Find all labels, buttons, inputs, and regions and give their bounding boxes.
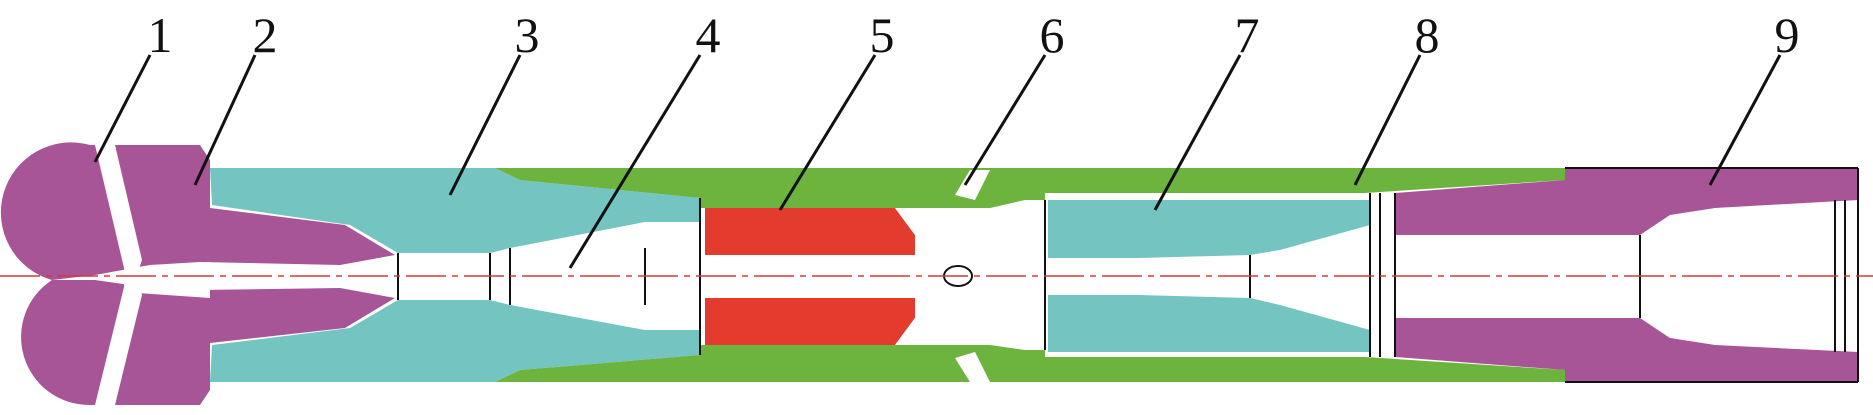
part-label-9: 9 [1775, 7, 1800, 63]
bore-block-8 [1370, 193, 1395, 357]
leader-line-9 [1708, 54, 1782, 186]
leader-line-6 [963, 54, 1047, 186]
part-label-3: 3 [515, 7, 540, 63]
leader-line-3 [448, 54, 522, 196]
part-6-outer-housing [495, 168, 1565, 382]
core-lower [705, 298, 915, 345]
part-3-inner-sleeve [210, 168, 700, 382]
nozzle-channel-lower [95, 283, 142, 405]
part-label-4: 4 [696, 7, 721, 63]
housing-lower [495, 345, 1565, 382]
vent-upper [955, 170, 990, 200]
leader-line-1 [93, 54, 152, 163]
part-7-diffuser [1048, 200, 1370, 352]
leader-line-4 [568, 54, 702, 269]
leader-line-5 [778, 54, 877, 211]
housing-upper [495, 168, 1565, 208]
sleeve-3-lower [210, 300, 700, 382]
diffuser-upper [1048, 200, 1370, 258]
cavity-white [895, 208, 1045, 345]
leader-lines [93, 54, 1782, 269]
outlet-upper [1380, 168, 1858, 235]
part-label-5: 5 [870, 7, 895, 63]
diffuser-lower [1048, 295, 1370, 352]
leader-line-8 [1353, 54, 1422, 186]
nozzle-head-upper [0, 142, 396, 280]
part-1-nozzle-head [0, 142, 396, 406]
leader-line-7 [1153, 54, 1242, 211]
part-label-6: 6 [1040, 7, 1065, 63]
vent-lower [955, 352, 990, 382]
part-5-core [705, 208, 915, 345]
leader-line-2 [193, 54, 257, 186]
part-label-1: 1 [148, 7, 173, 63]
sleeve-3-upper [210, 168, 700, 253]
part-label-2: 2 [253, 7, 278, 63]
nozzle-channel-center [124, 262, 210, 298]
part-label-7: 7 [1235, 7, 1260, 63]
part-labels: 1 2 3 4 5 6 7 8 9 [148, 7, 1800, 63]
nozzle-channel-upper [95, 145, 142, 272]
part-6-vent-ring [895, 170, 1045, 382]
outlet-lower [1380, 318, 1858, 382]
part-label-8: 8 [1415, 7, 1440, 63]
part-9-outlet [1380, 168, 1858, 382]
core-upper [705, 208, 915, 255]
